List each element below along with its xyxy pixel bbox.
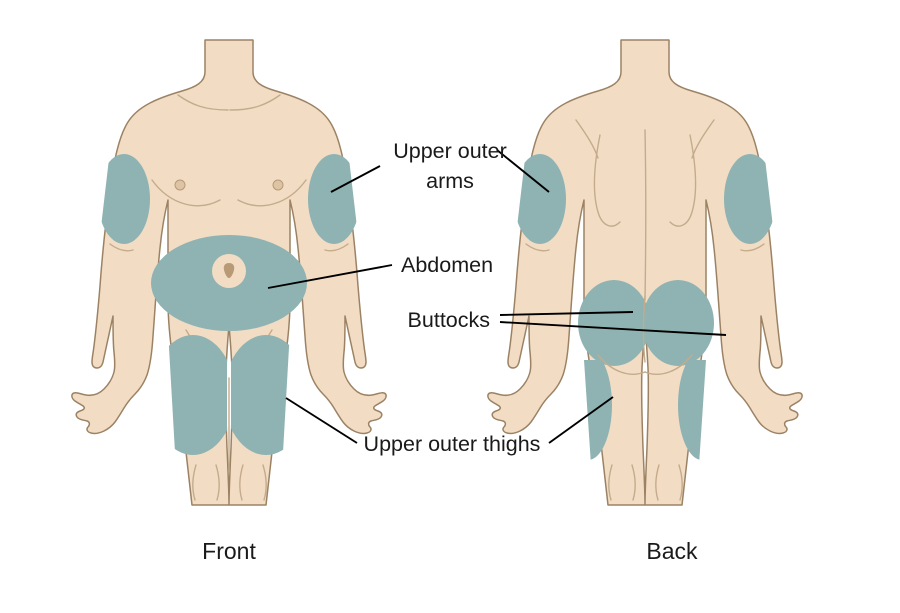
back-knee-left-outer bbox=[631, 464, 636, 501]
navel-dot bbox=[223, 263, 235, 278]
leader-thighs-front bbox=[285, 397, 358, 444]
leader-abdomen bbox=[267, 264, 393, 289]
front-elbow-crease-left bbox=[109, 243, 134, 252]
front-knee-right-outer bbox=[262, 464, 267, 501]
site-back-buttock-right bbox=[642, 280, 714, 366]
back-figure bbox=[487, 39, 803, 506]
leader-buttocks-right bbox=[499, 321, 727, 336]
back-elbow-crease-right bbox=[740, 243, 765, 252]
nipple-left bbox=[174, 179, 186, 191]
label-upper-outer-arms-line1: Upper outer bbox=[393, 139, 507, 163]
nipple-right bbox=[272, 179, 284, 191]
site-front-thigh-right bbox=[231, 335, 290, 455]
caption-back: Back bbox=[646, 538, 698, 564]
front-clavicle-left bbox=[177, 94, 229, 111]
back-spine bbox=[644, 129, 647, 301]
site-front-thigh-left bbox=[168, 335, 227, 455]
site-back-thigh-right bbox=[678, 360, 706, 460]
front-knee-left-inner bbox=[192, 464, 197, 501]
front-clavicle-right bbox=[229, 94, 281, 111]
site-back-arm-right bbox=[724, 154, 776, 244]
back-gluteal-fold-left bbox=[597, 354, 646, 375]
site-front-arm-right bbox=[308, 154, 360, 244]
back-scapula-right bbox=[669, 134, 697, 227]
back-gluteal-cleft bbox=[642, 295, 646, 363]
site-back-buttock-left bbox=[578, 280, 650, 366]
leader-arms-right bbox=[496, 149, 550, 193]
back-elbow-crease-left bbox=[525, 243, 550, 252]
back-scapula-left bbox=[593, 134, 621, 227]
leader-thighs-back bbox=[548, 396, 614, 444]
back-shoulder-crease-right bbox=[691, 119, 715, 159]
label-buttocks: Buttocks bbox=[408, 308, 490, 332]
label-abdomen: Abdomen bbox=[401, 253, 493, 277]
front-knee-right-inner bbox=[239, 464, 244, 501]
label-upper-outer-thighs: Upper outer thighs bbox=[364, 432, 541, 456]
back-gluteal-fold-right bbox=[644, 354, 693, 375]
front-elbow-crease-right bbox=[324, 243, 349, 252]
site-back-arm-left bbox=[514, 154, 566, 244]
front-knee-left-outer bbox=[215, 464, 220, 501]
caption-front: Front bbox=[202, 538, 256, 564]
back-shoulder-crease-left bbox=[575, 119, 599, 159]
label-upper-outer-arms-line2: arms bbox=[426, 169, 474, 193]
front-pec-left bbox=[151, 179, 221, 207]
leader-lines bbox=[267, 149, 727, 444]
back-knee-right-inner bbox=[655, 464, 660, 501]
front-pec-right bbox=[237, 179, 307, 207]
leader-buttocks-left bbox=[499, 311, 634, 316]
leader-arms-left bbox=[330, 165, 381, 193]
site-back-thigh-left bbox=[584, 360, 612, 460]
back-knee-left-inner bbox=[608, 464, 613, 501]
back-knee-right-outer bbox=[678, 464, 683, 501]
site-front-arm-left bbox=[98, 154, 150, 244]
front-figure bbox=[71, 39, 387, 506]
